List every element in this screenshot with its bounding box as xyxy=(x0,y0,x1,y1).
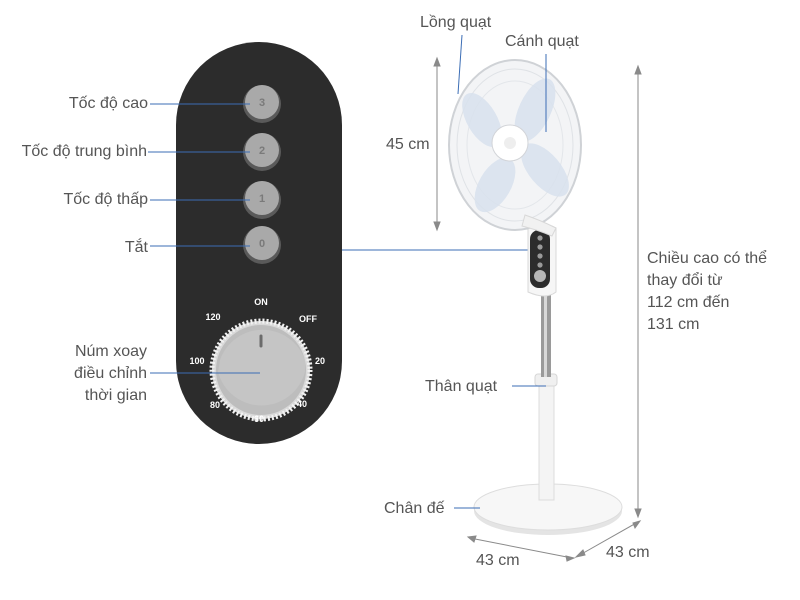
base-depth-label: 43 cm xyxy=(606,544,650,561)
dimension-lines xyxy=(433,56,642,562)
timer-knob-label-line1: Núm xoay xyxy=(74,343,147,360)
body-label: Thân quạt xyxy=(425,378,498,395)
base-width-label: 43 cm xyxy=(476,552,520,569)
speed-high-button[interactable]: 3 xyxy=(243,85,281,123)
timer-knob[interactable] xyxy=(209,318,313,422)
high-speed-label: Tốc độ cao xyxy=(68,95,148,112)
medium-speed-label: Tốc độ trung bình xyxy=(21,143,147,160)
speed-medium-button-label: 2 xyxy=(259,145,265,157)
speed-medium-button[interactable]: 2 xyxy=(243,133,281,171)
leader-lines-fan xyxy=(454,34,547,509)
height-note-line1: Chiều cao có thể xyxy=(647,250,768,267)
timer-knob-label-line2: điều chỉnh xyxy=(74,365,147,382)
fan-blades xyxy=(462,78,569,213)
dial-off-label: OFF xyxy=(299,314,317,324)
speed-low-button-label: 1 xyxy=(259,193,265,205)
speed-low-button[interactable]: 1 xyxy=(243,181,281,219)
dial-on-label: ON xyxy=(254,297,268,307)
head-height-label: 45 cm xyxy=(386,136,430,153)
leader-lines-panel xyxy=(148,103,535,374)
base-label: Chân đế xyxy=(384,500,445,517)
dial-mark: 80 xyxy=(210,400,220,410)
height-note-line3: 112 cm đến xyxy=(647,294,730,311)
speed-high-button-label: 3 xyxy=(259,97,265,109)
dial-mark: 120 xyxy=(205,312,220,322)
off-button-label: 0 xyxy=(259,238,265,250)
dial-mark: 40 xyxy=(297,399,307,409)
off-button[interactable]: 0 xyxy=(243,226,281,264)
timer-knob-label-line3: thời gian xyxy=(84,387,147,404)
off-label: Tắt xyxy=(124,239,148,256)
fan-pole xyxy=(538,381,555,501)
low-speed-label: Tốc độ thấp xyxy=(63,191,149,208)
fan-illustration xyxy=(448,59,623,535)
dial-mark: 60 xyxy=(254,414,264,424)
height-note-line2: thay đổi từ xyxy=(647,272,723,289)
blade-label: Cánh quạt xyxy=(505,33,579,50)
dial-mark: 100 xyxy=(189,356,204,366)
height-note-line4: 131 cm xyxy=(647,316,700,333)
guard-label: Lồng quạt xyxy=(420,14,492,31)
dial-mark: 20 xyxy=(315,356,325,366)
